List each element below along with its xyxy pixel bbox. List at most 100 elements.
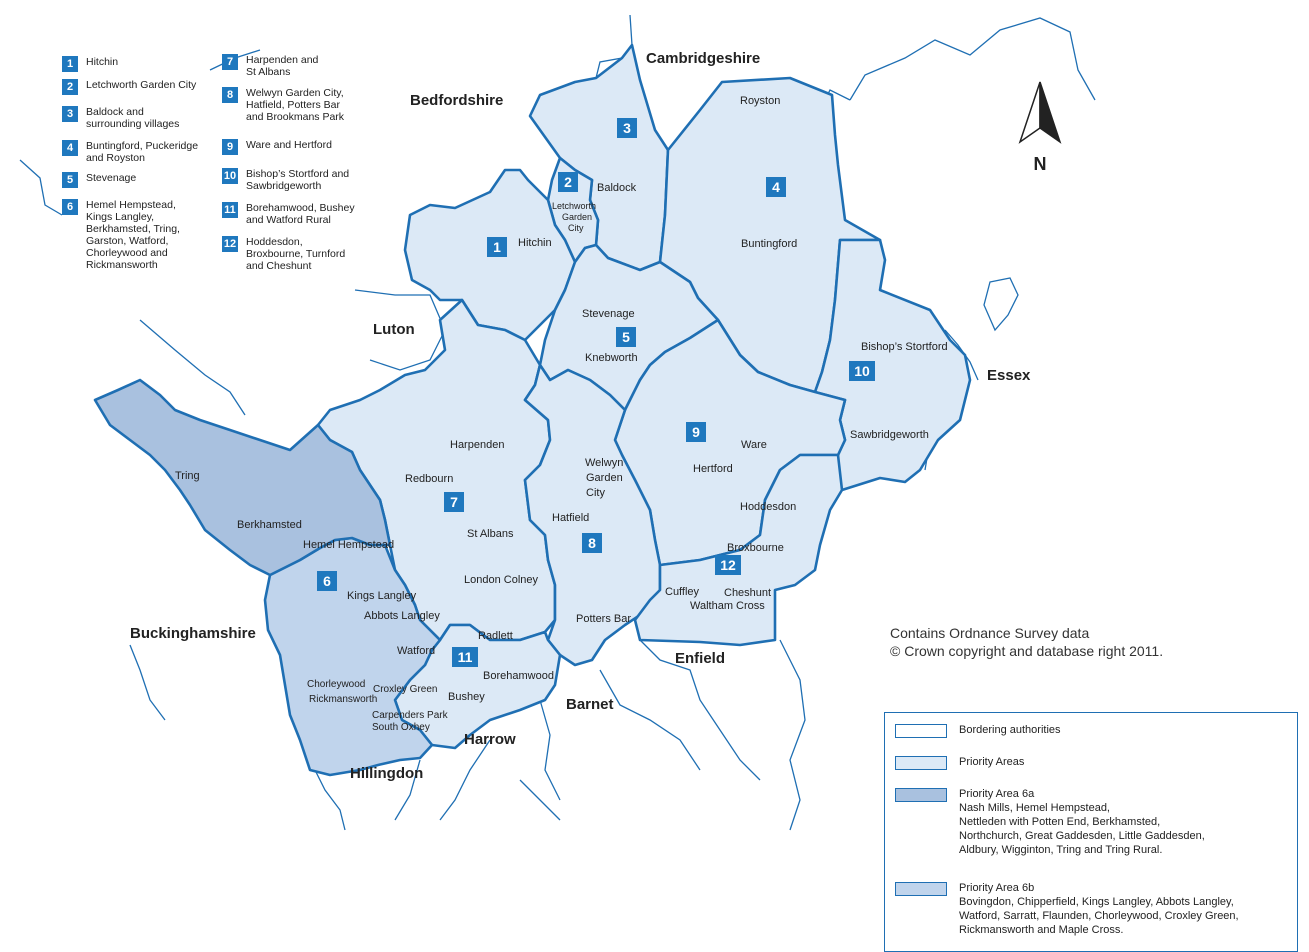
svg-text:10: 10 xyxy=(854,363,870,379)
place-label: Waltham Cross xyxy=(690,600,765,612)
area-badges: 1 2 3 4 5 6 7 8 9 10 11 12 xyxy=(317,118,875,667)
place-label: Broxbourne xyxy=(727,542,784,554)
north-label: N xyxy=(1034,154,1047,174)
place-label: Harpenden xyxy=(450,439,504,451)
legend-number: 3 xyxy=(62,106,78,122)
area-badge: 12 xyxy=(715,555,741,575)
place-label: Radlett xyxy=(478,630,513,642)
place-label: Rickmansworth xyxy=(309,694,377,705)
svg-text:3: 3 xyxy=(623,120,631,136)
county-label: Essex xyxy=(987,367,1031,384)
key-swatch xyxy=(895,724,947,738)
area-badge: 6 xyxy=(317,571,337,591)
north-arrow: N xyxy=(1018,81,1062,174)
legend-text: Harpenden and St Albans xyxy=(246,54,319,78)
place-label: Hertford xyxy=(693,463,733,475)
legend-number: 9 xyxy=(222,139,238,155)
area-badge: 5 xyxy=(616,327,636,347)
legend-number: 8 xyxy=(222,87,238,103)
place-label: Watford xyxy=(397,645,435,657)
legend-text: Borehamwood, Bushey and Watford Rural xyxy=(246,202,355,226)
area-legend-list: 1 Hitchin 2 Letchworth Garden City 3 Bal… xyxy=(62,52,382,292)
place-label: City xyxy=(586,487,605,499)
county-label: Barnet xyxy=(566,696,614,713)
place-label: Borehamwood xyxy=(483,670,554,682)
place-label: Tring xyxy=(175,470,200,482)
area-badge: 4 xyxy=(766,177,786,197)
area-badge: 2 xyxy=(558,172,578,192)
svg-text:7: 7 xyxy=(450,494,458,510)
key-label: Priority Area 6a xyxy=(959,788,1035,800)
place-label: Hatfield xyxy=(552,512,589,524)
area-badge: 9 xyxy=(686,422,706,442)
legend-number: 7 xyxy=(222,54,238,70)
svg-text:4: 4 xyxy=(772,179,780,195)
place-labels: Royston Baldock Letchworth Garden City H… xyxy=(175,95,948,733)
place-label: Baldock xyxy=(597,182,637,194)
copyright-notice: Contains Ordnance Survey data © Crown co… xyxy=(890,625,1164,659)
place-label: South Oxhey xyxy=(372,722,430,733)
place-label: Bushey xyxy=(448,691,485,703)
area-badge: 8 xyxy=(582,533,602,553)
svg-text:12: 12 xyxy=(720,557,736,573)
county-label: Enfield xyxy=(675,650,725,667)
legend-number: 4 xyxy=(62,140,78,156)
legend-text: Buntingford, Puckeridge and Royston xyxy=(86,140,199,164)
legend-item: 8 Welwyn Garden City, Hatfield, Potters … xyxy=(222,87,344,123)
legend-item: 3 Baldock and surrounding villages xyxy=(62,106,179,130)
county-label: Buckinghamshire xyxy=(130,625,256,642)
key-description: Bovingdon, Chipperfield, Kings Langley, … xyxy=(959,896,1239,936)
place-label: Stevenage xyxy=(582,308,635,320)
key-item-priority: Priority Areas xyxy=(895,755,1289,770)
place-label: Berkhamsted xyxy=(237,519,302,531)
place-label: Chorleywood xyxy=(307,679,365,690)
legend-text: Baldock and surrounding villages xyxy=(86,106,180,130)
legend-item: 11 Borehamwood, Bushey and Watford Rural xyxy=(222,202,355,226)
legend-item: 2 Letchworth Garden City xyxy=(62,79,196,95)
legend-text: Ware and Hertford xyxy=(246,139,332,151)
county-label: Harrow xyxy=(464,731,516,748)
place-label: Bishop’s Stortford xyxy=(861,341,948,353)
area-10-region xyxy=(813,238,972,492)
place-label: Cuffley xyxy=(665,586,700,598)
place-label: Redbourn xyxy=(405,473,453,485)
area-badge: 1 xyxy=(487,237,507,257)
legend-item: 4 Buntingford, Puckeridge and Royston xyxy=(62,140,198,164)
legend-number: 10 xyxy=(222,168,238,184)
county-label: Cambridgeshire xyxy=(646,50,760,67)
place-label: London Colney xyxy=(464,574,539,586)
place-label: Hitchin xyxy=(518,237,552,249)
place-label: Cheshunt xyxy=(724,587,771,599)
legend-number: 2 xyxy=(62,79,78,95)
legend-number: 6 xyxy=(62,199,78,215)
place-label: City xyxy=(568,223,584,233)
legend-number: 11 xyxy=(222,202,238,218)
legend-text: Hemel Hempstead, Kings Langley, Berkhams… xyxy=(86,199,180,271)
area-badge: 7 xyxy=(444,492,464,512)
legend-text: Hitchin xyxy=(86,56,119,68)
place-label: Garden xyxy=(562,212,592,222)
svg-text:9: 9 xyxy=(692,424,700,440)
place-label: Hoddesdon xyxy=(740,501,796,513)
place-label: Croxley Green xyxy=(373,684,437,695)
area-badge: 11 xyxy=(452,647,478,667)
area-8-region xyxy=(523,363,662,667)
svg-text:6: 6 xyxy=(323,573,331,589)
legend-item: 10 Bishop’s Stortford and Sawbridgeworth xyxy=(222,168,349,192)
svg-text:2: 2 xyxy=(564,174,572,190)
county-label: Bedfordshire xyxy=(410,92,503,109)
legend-text: Stevenage xyxy=(86,172,137,184)
county-labels: Cambridgeshire Bedfordshire Luton Essex … xyxy=(130,50,1031,782)
area-6a-region xyxy=(93,378,392,577)
key-swatch xyxy=(895,788,947,802)
svg-text:5: 5 xyxy=(622,329,630,345)
place-label: Welwyn xyxy=(585,457,623,469)
key-description: Nash Mills, Hemel Hempstead, Nettleden w… xyxy=(959,802,1205,856)
place-label: Abbots Langley xyxy=(364,610,440,622)
legend-text: Letchworth Garden City xyxy=(86,79,197,91)
key-label: Priority Area 6b xyxy=(959,882,1035,894)
place-label: Hemel Hempstead xyxy=(303,539,394,551)
key-label: Priority Areas xyxy=(959,756,1025,768)
place-label: Kings Langley xyxy=(347,590,417,602)
